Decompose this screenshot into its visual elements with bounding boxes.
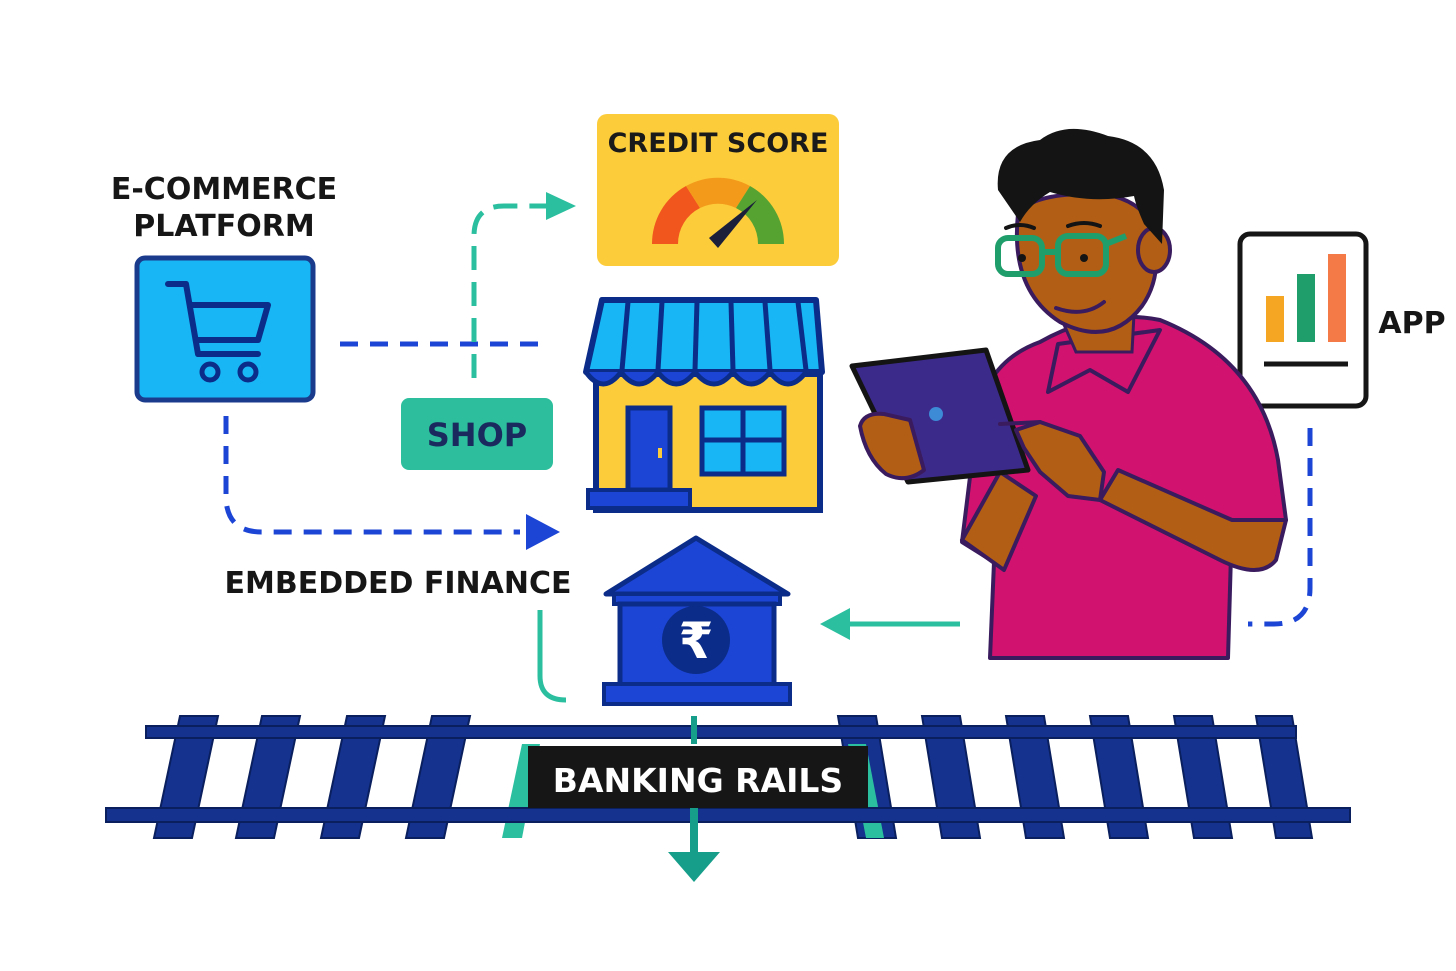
cart-icon — [134, 255, 316, 403]
shop-tag: SHOP — [401, 398, 553, 470]
dashed-connectors — [223, 341, 1313, 627]
credit-score-gauge-icon: CREDIT SCORE — [597, 114, 839, 266]
rupee-icon: ₹ — [662, 606, 730, 674]
ecommerce-label-line2: PLATFORM — [133, 209, 314, 244]
app-label: APP — [1378, 306, 1445, 341]
person-illustration — [849, 128, 1288, 660]
shop-label: SHOP — [427, 416, 527, 454]
bar-chart-icon — [1237, 231, 1369, 409]
ecommerce-label-line1: E-COMMERCE — [111, 172, 337, 207]
banking-rails-label: BANKING RAILS — [553, 761, 843, 800]
embedded-finance-label: EMBEDDED FINANCE — [225, 566, 572, 601]
banking-rails-sign: BANKING RAILS — [528, 746, 868, 808]
rupee-symbol: ₹ — [679, 612, 714, 670]
bank-icon: ₹ — [602, 535, 792, 706]
arrow-to-bank-icon — [820, 608, 850, 640]
credit-score-label: CREDIT SCORE — [608, 128, 829, 159]
railway-track — [105, 715, 1351, 839]
down-arrow-icon — [668, 716, 720, 882]
arrow-to-credit-icon — [546, 192, 576, 220]
teal-connectors — [471, 203, 960, 703]
arrow-right-icon — [526, 514, 560, 550]
shop-icon — [583, 297, 825, 513]
